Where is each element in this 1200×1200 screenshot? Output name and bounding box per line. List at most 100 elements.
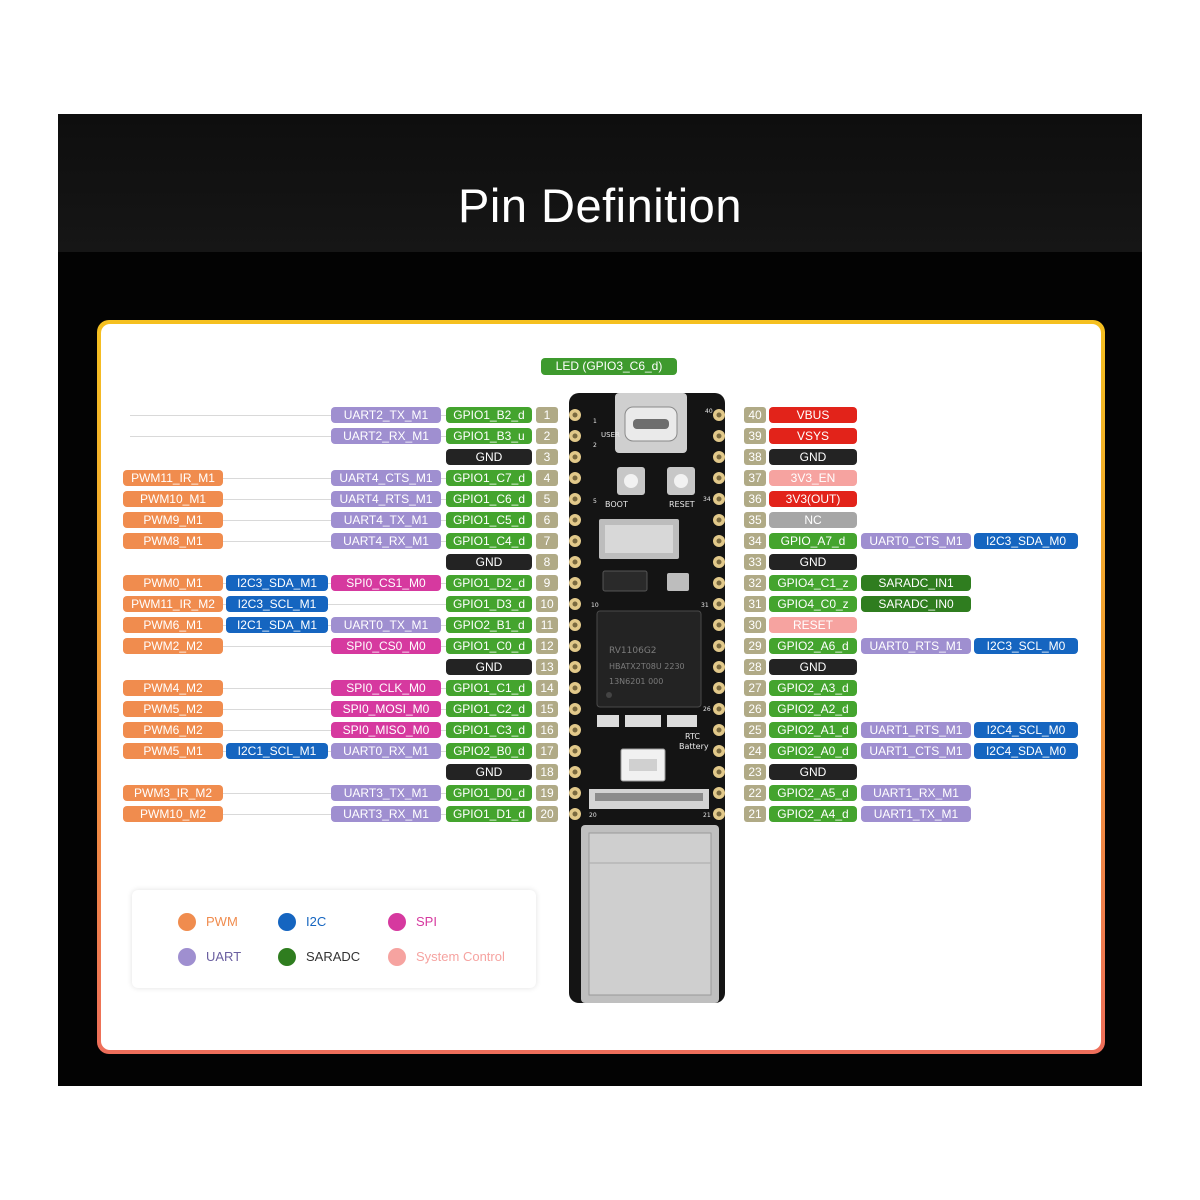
soc-marking-3: 13N6201 000: [609, 677, 663, 686]
pin-5-uart: UART4_RTS_M1: [331, 491, 441, 507]
legend-dot-spi: [388, 913, 406, 931]
pin-40-main: VBUS: [769, 407, 857, 423]
leader-line: [130, 793, 530, 794]
pin-number-33: 33: [744, 554, 766, 570]
pin-9-main: GPIO1_D2_d: [446, 575, 532, 591]
component-3: [667, 715, 697, 727]
pin-number-2: 2: [536, 428, 558, 444]
pin-34-i2c: I2C3_SDA_M0: [974, 533, 1078, 549]
pad-hole: [716, 580, 722, 586]
pad-hole: [572, 454, 578, 460]
pin-number-14: 14: [536, 680, 558, 696]
pin-27-main: GPIO2_A3_d: [769, 680, 857, 696]
pin-number-35: 35: [744, 512, 766, 528]
rtc-silk-2: Battery: [679, 742, 709, 751]
legend-dot-i2c: [278, 913, 296, 931]
pin-8-main: GND: [446, 554, 532, 570]
pad-hole: [716, 664, 722, 670]
pin-32-main: GPIO4_C1_z: [769, 575, 857, 591]
pad-hole: [716, 454, 722, 460]
usb-c-tongue: [633, 419, 669, 429]
leader-line: [130, 520, 530, 521]
pin-number-1: 1: [536, 407, 558, 423]
pin-9-spi: SPI0_CS1_M0: [331, 575, 441, 591]
page-title: Pin Definition: [458, 179, 742, 232]
pin-4-uart: UART4_CTS_M1: [331, 470, 441, 486]
pin-number-13: 13: [536, 659, 558, 675]
pin-17-pwm: PWM5_M1: [123, 743, 223, 759]
legend-label-spi: SPI: [416, 914, 437, 929]
pin-21-main: GPIO2_A4_d: [769, 806, 857, 822]
leader-line: [130, 436, 530, 437]
pin-29-i2c: I2C3_SCL_M0: [974, 638, 1078, 654]
pin-18-main: GND: [446, 764, 532, 780]
leader-line: [130, 814, 530, 815]
pin-number-25: 25: [744, 722, 766, 738]
soc-pin1-dot: [606, 692, 612, 698]
pad-hole: [572, 412, 578, 418]
pad-hole: [572, 622, 578, 628]
pin-19-uart: UART3_TX_M1: [331, 785, 441, 801]
pad-hole: [572, 433, 578, 439]
pin-24-main: GPIO2_A0_d: [769, 743, 857, 759]
pin-11-i2c: I2C1_SDA_M1: [226, 617, 328, 633]
pad-hole: [572, 769, 578, 775]
legend-dot-saradc: [278, 948, 296, 966]
pin-11-main: GPIO2_B1_d: [446, 617, 532, 633]
pin-30-main: RESET: [769, 617, 857, 633]
pad-hole: [716, 433, 722, 439]
pad-hole: [572, 727, 578, 733]
pin-number-11: 11: [536, 617, 558, 633]
pin-number-3: 3: [536, 449, 558, 465]
pad-hole: [716, 601, 722, 607]
pad-hole: [572, 538, 578, 544]
pin-38-main: GND: [769, 449, 857, 465]
crystal: [667, 573, 689, 591]
pin-16-pwm: PWM6_M2: [123, 722, 223, 738]
pin-2-main: GPIO1_B3_u: [446, 428, 532, 444]
camera-fpc-slot: [595, 793, 703, 801]
pin-number-32: 32: [744, 575, 766, 591]
pad-hole: [572, 706, 578, 712]
pin-9-pwm: PWM0_M1: [123, 575, 223, 591]
pad-hole: [716, 412, 722, 418]
pin-39-main: VSYS: [769, 428, 857, 444]
pin-10-pwm: PWM11_IR_M2: [123, 596, 223, 612]
pad-hole: [716, 811, 722, 817]
leader-line: [130, 604, 530, 605]
pad-hole: [716, 496, 722, 502]
sd-card-slot-face: [605, 525, 673, 553]
pin-7-uart: UART4_RX_M1: [331, 533, 441, 549]
pin-number-39: 39: [744, 428, 766, 444]
pin-31-main: GPIO4_C0_z: [769, 596, 857, 612]
pin-number-4: 4: [536, 470, 558, 486]
rtc-silk: RTC: [685, 732, 700, 741]
rtc-connector-socket: [629, 759, 657, 771]
pin-mark-31: 31: [701, 602, 709, 609]
pad-hole: [572, 643, 578, 649]
pad-hole: [716, 517, 722, 523]
pad-hole: [716, 559, 722, 565]
pin-7-pwm: PWM8_M1: [123, 533, 223, 549]
pin-21-uart: UART1_TX_M1: [861, 806, 971, 822]
pin-number-24: 24: [744, 743, 766, 759]
pin-number-10: 10: [536, 596, 558, 612]
pin-number-17: 17: [536, 743, 558, 759]
soc-marking-2: HBATX2T08U 2230: [609, 662, 685, 671]
pin-16-main: GPIO1_C3_d: [446, 722, 532, 738]
pad-hole: [572, 685, 578, 691]
pin-24-i2c: I2C4_SDA_M0: [974, 743, 1078, 759]
leader-line: [130, 688, 530, 689]
pin-4-pwm: PWM11_IR_M1: [123, 470, 223, 486]
soc-chip: [596, 610, 702, 708]
boot-button-cap: [624, 474, 638, 488]
pin-36-main: 3V3(OUT): [769, 491, 857, 507]
legend-dot-sysctrl: [388, 948, 406, 966]
leader-line: [130, 730, 530, 731]
pin-number-23: 23: [744, 764, 766, 780]
pin-15-pwm: PWM5_M2: [123, 701, 223, 717]
pin-9-i2c: I2C3_SDA_M1: [226, 575, 328, 591]
pin-34-main: GPIO_A7_d: [769, 533, 857, 549]
pin-number-29: 29: [744, 638, 766, 654]
leader-line: [130, 625, 530, 626]
